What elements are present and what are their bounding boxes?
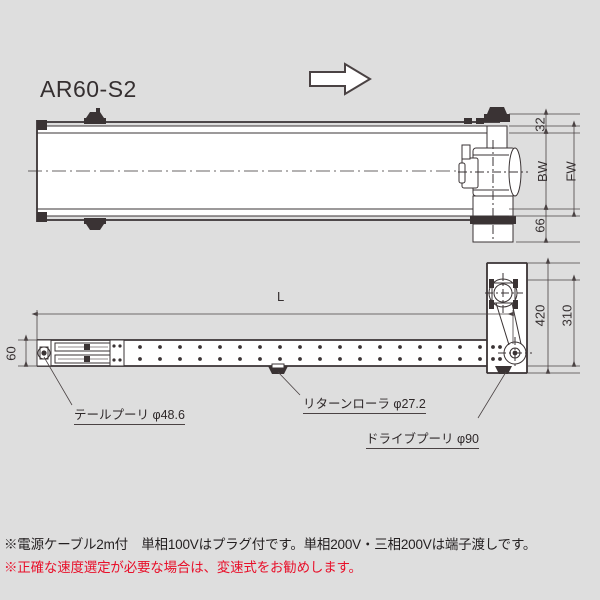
tail-pulley-plan [36, 339, 52, 367]
plan-top-view [36, 262, 532, 374]
support-bracket-bottom [84, 218, 106, 230]
support-bracket-top [84, 108, 106, 124]
drive-unit-elevation [458, 107, 528, 243]
side-view-dimension-lines [509, 108, 580, 243]
callout-return-roller: リターンローラ φ27.2 [303, 393, 426, 414]
callout-leader-lines [43, 356, 507, 419]
dim-label-420: 420 [532, 304, 548, 327]
dim-label-L: L [277, 289, 285, 304]
belt-cleat-dots [118, 345, 482, 361]
dim-label-bw: BW [534, 161, 550, 182]
callout-tail-pulley: テールプーリ φ48.6 [74, 404, 185, 425]
callout-drive-pulley: ドライブプーリ φ90 [366, 428, 479, 449]
right-arrow-icon [309, 62, 372, 96]
plan-view-dimension-lines [18, 257, 580, 374]
dim-label-310: 310 [559, 304, 575, 327]
side-elevation-view [28, 107, 528, 243]
dim-label-66: 66 [532, 218, 548, 233]
note-speed-selection: ※正確な速度選定が必要な場合は、変速式をお勧めします。 [4, 560, 362, 575]
dim-label-32: 32 [532, 117, 548, 132]
note-power-cable: ※電源ケーブル2m付 単相100Vはプラグ付です。単相200V・三相200Vは端… [4, 537, 537, 552]
dim-label-fw: FW [563, 161, 579, 182]
drive-unit-plan [485, 262, 532, 374]
takeup-assembly-plan [54, 339, 125, 367]
dim-label-60: 60 [3, 346, 19, 361]
tail-end-detail [36, 120, 47, 222]
page-title: AR60-S2 [40, 76, 137, 102]
return-roller-plan [268, 363, 288, 374]
